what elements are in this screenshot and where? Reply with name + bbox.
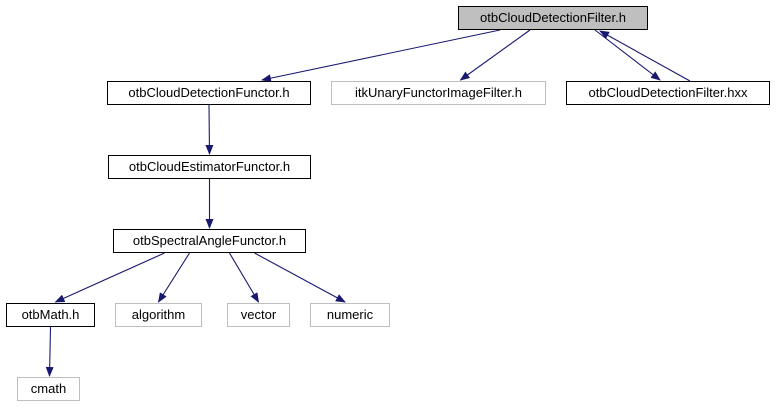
node-otbclouddetectionfilter-h[interactable]: otbCloudDetectionFilter.h xyxy=(458,6,648,30)
node-vector: vector xyxy=(227,303,290,327)
node-otbmath-h[interactable]: otbMath.h xyxy=(6,303,95,327)
node-otbspectralanglefunctor-h[interactable]: otbSpectralAngleFunctor.h xyxy=(113,229,306,253)
node-algorithm: algorithm xyxy=(115,303,202,327)
node-otbclouddetectionfunctor-h[interactable]: otbCloudDetectionFunctor.h xyxy=(107,81,311,105)
node-itkunaryfunctorimagefilter-h: itkUnaryFunctorImageFilter.h xyxy=(331,81,546,105)
node-numeric: numeric xyxy=(310,303,390,327)
node-cmath: cmath xyxy=(17,377,80,401)
node-otbclouddetectionfilter-hxx[interactable]: otbCloudDetectionFilter.hxx xyxy=(566,81,770,105)
node-otbcloudestimatorfunctor-h[interactable]: otbCloudEstimatorFunctor.h xyxy=(108,155,311,179)
